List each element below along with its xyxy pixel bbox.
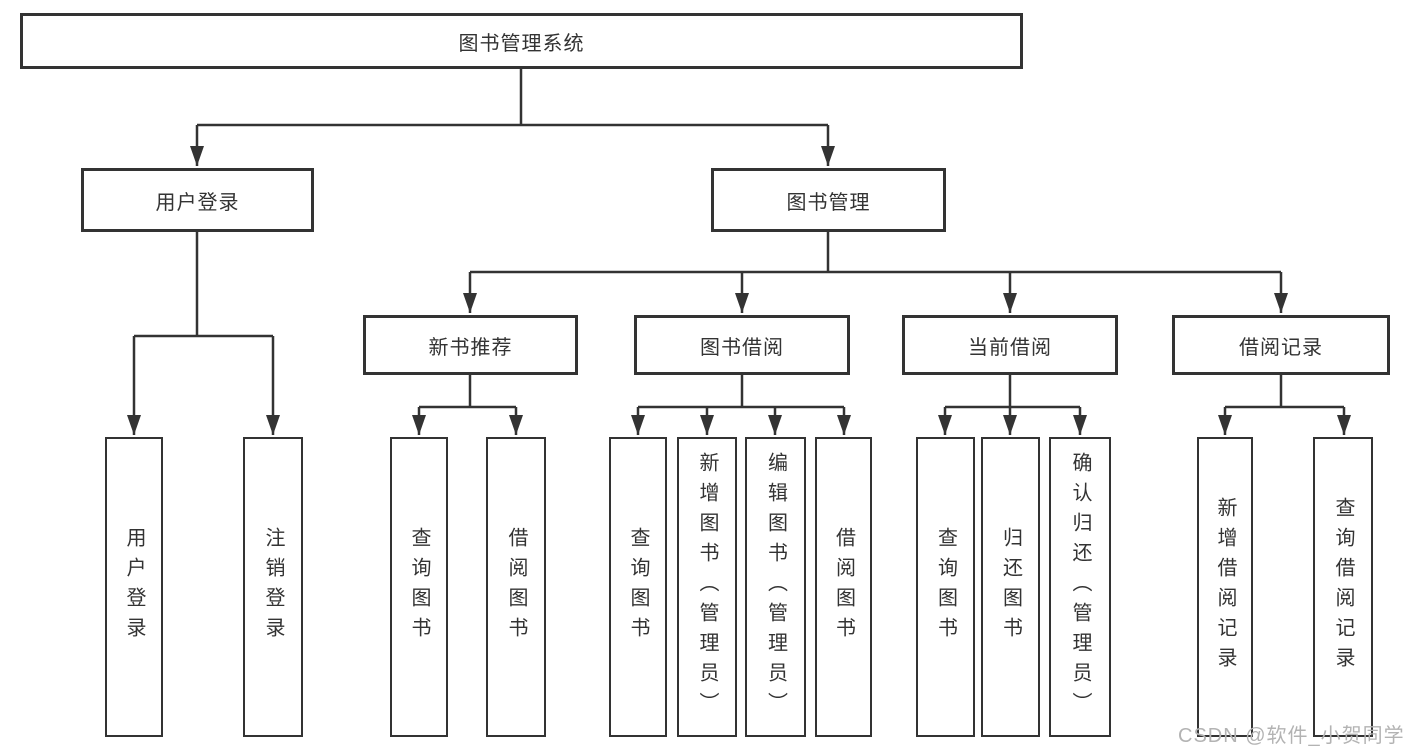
node-label: 新增借阅记录 bbox=[1214, 497, 1236, 677]
node-label: 用户登录 bbox=[155, 191, 240, 214]
leaf-logout: 注销登录 bbox=[243, 437, 303, 737]
node-current-borrowing: 当前借阅 bbox=[902, 315, 1118, 375]
node-label: 借阅记录 bbox=[1239, 336, 1323, 359]
csdn-watermark: CSDN @软件_小贺同学 bbox=[1178, 725, 1405, 747]
leaf-query-books-borrowing: 查询图书 bbox=[609, 437, 667, 737]
node-label: 归还图书 bbox=[999, 527, 1022, 647]
leaf-borrow-books: 借阅图书 bbox=[815, 437, 872, 737]
branch-new-book-rec-trunk bbox=[419, 375, 516, 409]
node-library-management-system: 图书管理系统 bbox=[20, 13, 1023, 69]
branch-book-mgmt-trunk bbox=[470, 232, 1281, 274]
node-label: 注销登录 bbox=[262, 527, 284, 647]
node-label: 新书推荐 bbox=[428, 336, 513, 359]
branch-current-borrow-trunk bbox=[945, 375, 1080, 409]
branch-root-trunk bbox=[197, 69, 828, 127]
node-label: 查询图书 bbox=[627, 527, 649, 647]
node-label: 确认归还（管理员） bbox=[1069, 452, 1091, 722]
node-label: 查询图书 bbox=[408, 527, 430, 647]
node-label: 编辑图书（管理员） bbox=[764, 452, 787, 722]
node-label: 用户登录 bbox=[123, 527, 145, 647]
leaf-user-login: 用户登录 bbox=[105, 437, 163, 737]
leaf-add-borrow-record: 新增借阅记录 bbox=[1197, 437, 1253, 737]
node-label: 当前借阅 bbox=[968, 336, 1052, 359]
leaf-edit-books-admin: 编辑图书（管理员） bbox=[745, 437, 806, 737]
node-label: 借阅图书 bbox=[832, 527, 855, 647]
branch-book-borrow-trunk bbox=[638, 375, 844, 409]
node-label: 图书管理 bbox=[786, 191, 871, 214]
leaf-borrow-books-recommendation: 借阅图书 bbox=[486, 437, 546, 737]
node-label: 借阅图书 bbox=[505, 527, 527, 647]
leaf-add-books-admin: 新增图书（管理员） bbox=[677, 437, 737, 737]
node-book-management: 图书管理 bbox=[711, 168, 946, 232]
leaf-query-books-current: 查询图书 bbox=[916, 437, 975, 737]
node-label: 查询借阅记录 bbox=[1332, 497, 1354, 677]
node-user-login: 用户登录 bbox=[81, 168, 314, 232]
node-new-book-recommendation: 新书推荐 bbox=[363, 315, 578, 375]
leaf-return-books: 归还图书 bbox=[981, 437, 1040, 737]
leaf-query-borrow-record: 查询借阅记录 bbox=[1313, 437, 1373, 737]
node-book-borrowing: 图书借阅 bbox=[634, 315, 850, 375]
node-borrowing-records: 借阅记录 bbox=[1172, 315, 1390, 375]
branch-borrow-records-trunk bbox=[1225, 375, 1344, 409]
branch-user-login-trunk bbox=[134, 232, 273, 338]
node-label: 图书管理系统 bbox=[458, 32, 585, 55]
leaf-confirm-return-admin: 确认归还（管理员） bbox=[1049, 437, 1111, 737]
leaf-query-books-recommendation: 查询图书 bbox=[390, 437, 448, 737]
node-label: 新增图书（管理员） bbox=[696, 452, 718, 722]
node-label: 图书借阅 bbox=[700, 336, 784, 359]
node-label: 查询图书 bbox=[934, 527, 957, 647]
